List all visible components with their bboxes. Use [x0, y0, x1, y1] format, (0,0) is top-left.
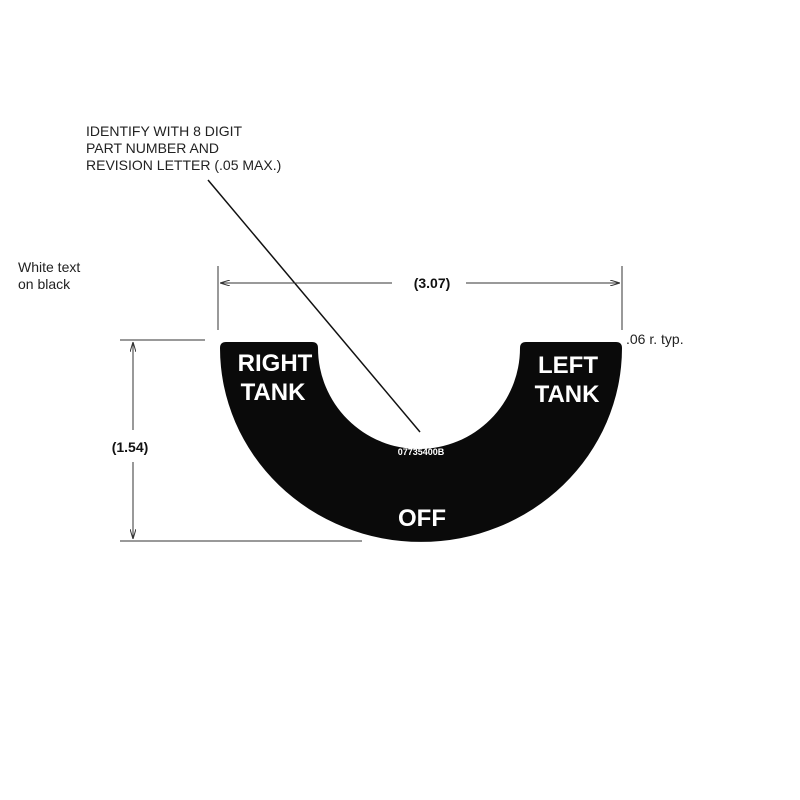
callout-line3: REVISION LETTER (.05 MAX.)	[86, 157, 281, 173]
left-label-line2: TANK	[535, 381, 601, 408]
side-note-line2: on black	[18, 276, 71, 292]
height-label: (1.54)	[112, 439, 149, 455]
callout-line2: PART NUMBER AND	[86, 140, 219, 156]
right-label-line2: TANK	[241, 379, 307, 406]
side-note-line1: White text	[18, 259, 80, 275]
height-dimension	[120, 339, 362, 542]
radius-note: .06 r. typ.	[626, 331, 684, 347]
leader-line	[207, 179, 421, 433]
part-number: 07735400B	[398, 447, 445, 457]
left-label-line1: LEFT	[538, 352, 598, 379]
callout-line1: IDENTIFY WITH 8 DIGIT	[86, 123, 243, 139]
width-label: (3.07)	[414, 275, 451, 291]
right-label-line1: RIGHT	[238, 350, 313, 377]
off-label: OFF	[398, 505, 446, 532]
width-dimension	[217, 266, 623, 330]
placard-shape	[220, 342, 622, 542]
